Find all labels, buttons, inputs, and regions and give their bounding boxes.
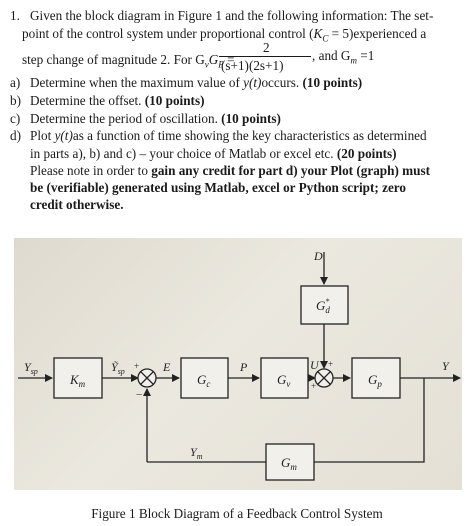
e-label: E	[162, 360, 171, 374]
part-d-points: (20 points)	[336, 146, 397, 161]
ysp-label: Ysp	[24, 360, 38, 376]
plus-sign-2: +	[311, 381, 316, 391]
part-a-points: (10 points)	[302, 75, 363, 90]
gp-block	[351, 357, 401, 399]
part-d-note: Please note in order to	[30, 163, 152, 178]
part-a-yt: y(t)	[243, 75, 262, 90]
minus-sign: −	[136, 389, 142, 401]
p-label: P	[239, 360, 248, 374]
and-gm: , and G	[312, 48, 351, 63]
gp-sub: P	[218, 59, 224, 70]
part-d-line2: in parts a), b) and c) – your choice of …	[30, 146, 397, 162]
fraction-denominator: (s+1)(2s+1)	[221, 58, 284, 73]
part-d-label: d)	[10, 128, 21, 143]
gv-block	[260, 357, 309, 399]
gv-sub: v	[204, 59, 209, 70]
block-diagram-svg: Ysp Km Ỹsp + − E Gc P Gv U + + Gp Y D G*…	[18, 249, 461, 481]
part-d-bold2: be (verifiable) generated using Matlab, …	[30, 180, 407, 195]
gp-label: Gp	[368, 372, 382, 389]
part-c-text: Determine the period of oscillation.	[30, 111, 222, 126]
u-label: U	[310, 358, 320, 372]
part-b: Determine the offset. (10 points)	[30, 93, 204, 109]
step-line: step change of magnitude 2. For GvGP =	[22, 52, 235, 73]
part-d-line2-text: in parts a), b) and c) – your choice of …	[30, 146, 337, 161]
kc-sub: C	[322, 33, 329, 44]
plus-sign-1: +	[134, 361, 139, 371]
question-number: 1.	[10, 8, 20, 23]
ytilde-label: Ỹsp	[111, 360, 125, 376]
part-d-post: as a function of time showing the key ch…	[72, 128, 427, 143]
km-block	[53, 357, 103, 399]
part-a-text: Determine when the maximum value of	[30, 75, 244, 90]
part-d-bold3: credit otherwise.	[30, 197, 124, 212]
gm-expression: , and Gm =1	[312, 48, 374, 69]
gm-sub: m	[350, 55, 357, 66]
block-diagram-figure: Ysp Km Ỹsp + − E Gc P Gv U + + Gp Y D G*…	[14, 238, 462, 490]
intro-line-1: Given the block diagram in Figure 1 and …	[30, 8, 434, 23]
step-text: step change of magnitude 2. For G	[22, 52, 205, 67]
fraction-bar	[219, 56, 311, 57]
fraction-numerator: 2	[263, 40, 270, 55]
part-a-text2: occurs.	[261, 75, 303, 90]
part-d-line3: Please note in order to gain any credit …	[30, 163, 430, 179]
gm-val: =1	[356, 48, 375, 63]
gd-label: G*d	[316, 297, 330, 315]
part-b-points: (10 points)	[144, 93, 205, 108]
kc-symbol: K	[313, 26, 323, 41]
part-c-label: c)	[10, 111, 21, 126]
part-d-line1: Plot y(t)as a function of time showing t…	[30, 128, 427, 144]
gm-block	[265, 443, 315, 481]
gd-block	[300, 285, 349, 325]
km-label: Km	[69, 372, 86, 389]
part-c: Determine the period of oscillation. (10…	[30, 111, 281, 127]
gm-label: Gm	[281, 455, 297, 472]
part-d-pre: Plot	[30, 128, 55, 143]
gc-label: Gc	[197, 372, 210, 389]
part-c-points: (10 points)	[221, 111, 281, 126]
gp-symbol: G	[208, 52, 219, 67]
part-d-yt: y(t)	[54, 128, 73, 143]
ym-label: Ym	[190, 445, 203, 461]
gv-label: Gv	[277, 372, 290, 389]
feedback-line-right	[314, 378, 425, 463]
part-a: Determine when the maximum value of y(t)…	[30, 75, 362, 91]
intro-line-2: point of the control system under propor…	[22, 26, 426, 47]
part-d-bold1: gain any credit for part d) your Plot (g…	[151, 163, 430, 178]
kc-rest: = 5)experienced a	[328, 26, 427, 41]
equals-sign: =	[223, 52, 235, 67]
figure-caption: Figure 1 Block Diagram of a Feedback Con…	[91, 506, 383, 521]
intro-text: point of the control system under propor…	[22, 26, 314, 41]
part-b-label: b)	[10, 93, 21, 108]
gc-block	[180, 357, 229, 399]
d-label: D	[313, 249, 323, 263]
part-b-text: Determine the offset.	[30, 93, 145, 108]
part-a-label: a)	[10, 75, 21, 90]
plus-sign-3: +	[328, 359, 333, 369]
y-label: Y	[442, 359, 450, 373]
